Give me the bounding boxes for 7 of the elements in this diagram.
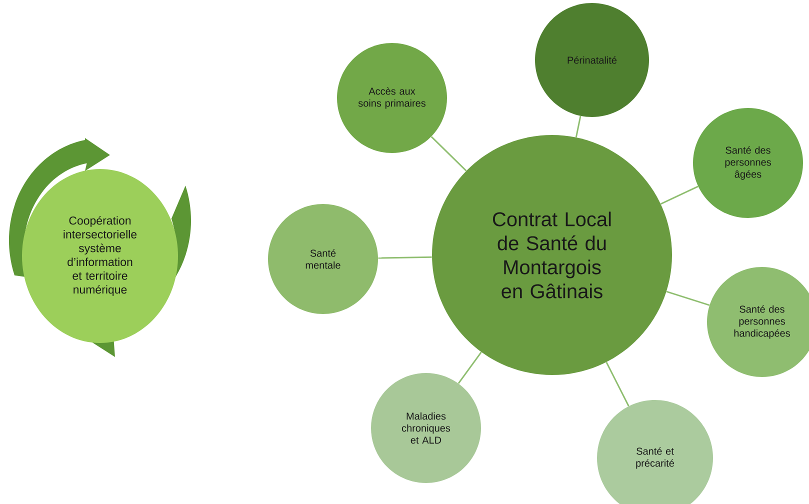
connector-line [575,116,582,138]
connector-line [606,362,630,406]
connector-line [458,352,482,384]
connector-line [378,256,432,259]
connector-line [666,290,710,306]
connector-line [430,136,467,172]
connector-line [660,186,698,205]
